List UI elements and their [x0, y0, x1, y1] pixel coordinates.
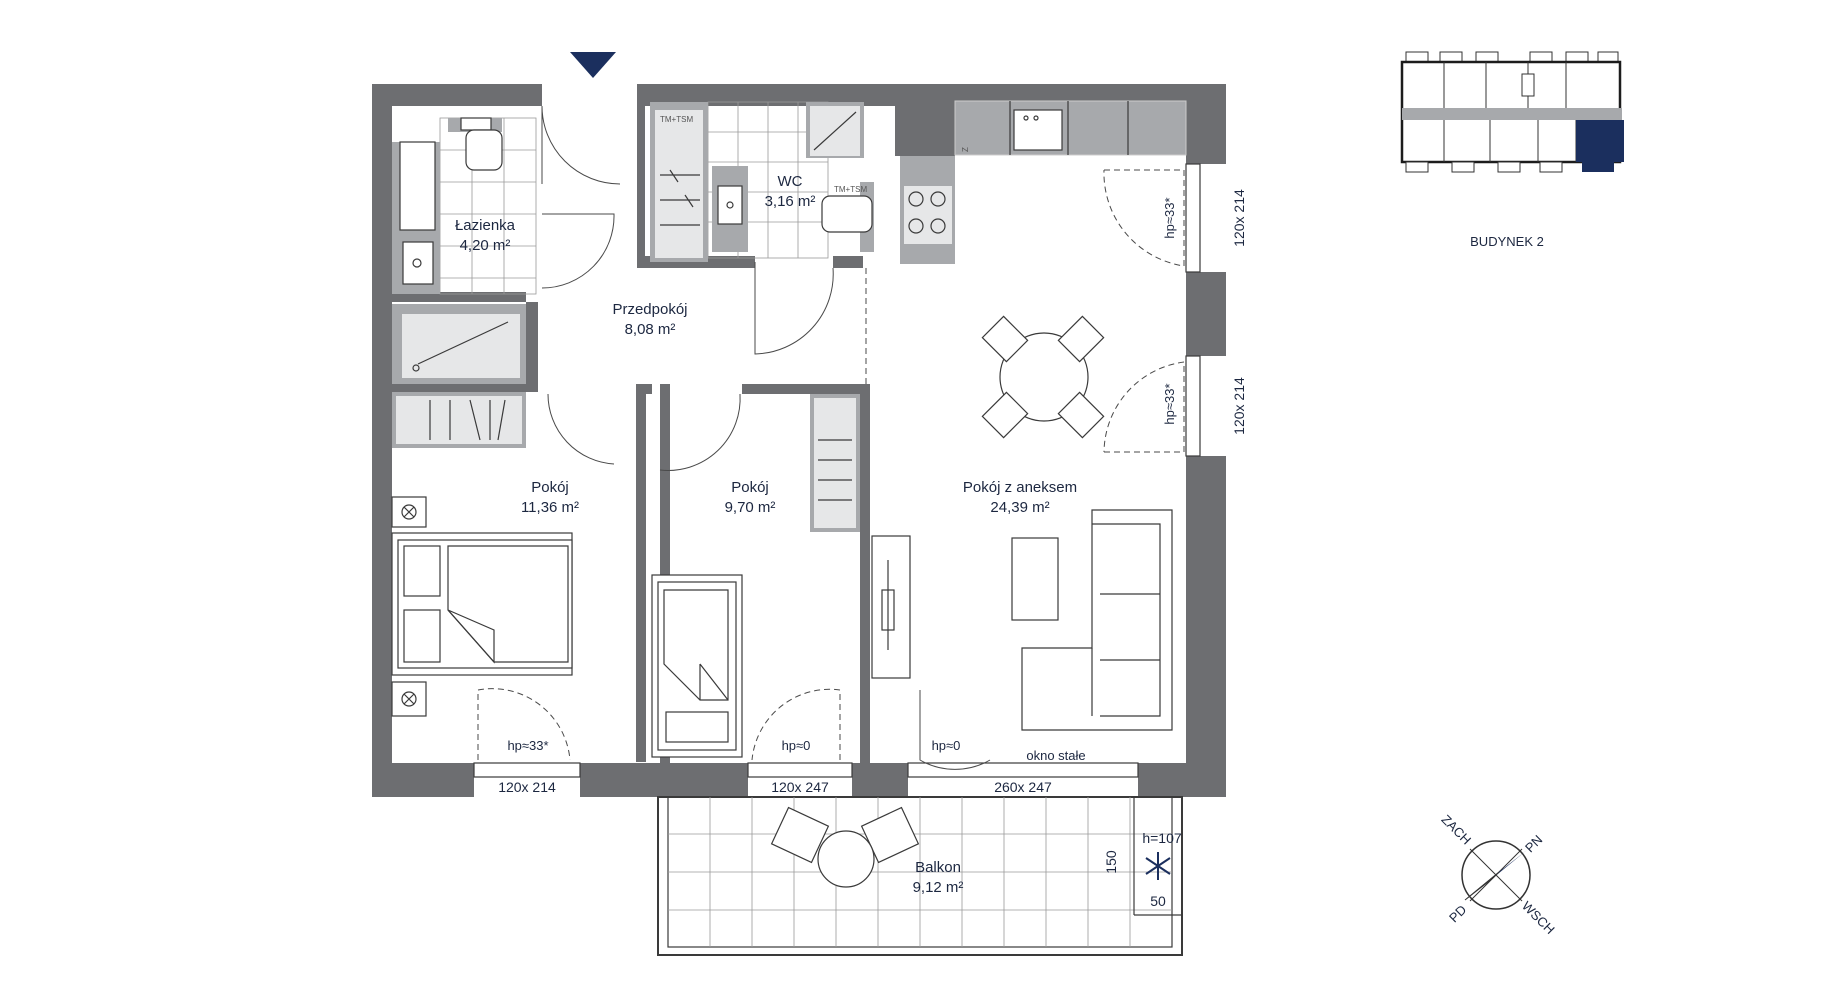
wc-fixtures: TM+TSM TM+TSM: [650, 101, 874, 262]
tm-tsm-label-2: TM+TSM: [834, 185, 867, 194]
wardrobe-pokoj1: [392, 392, 526, 448]
window-dim-bottom-mid: 120x 247: [771, 779, 829, 795]
room-area-pokoj2: 9,70 m²: [725, 499, 776, 516]
wardrobe-pokoj2: [810, 394, 860, 532]
window-dim-right-top: 120x 214: [1231, 189, 1247, 247]
balcony: [657, 796, 1183, 956]
room-name-pokoj-aneks: Pokój z aneksem: [963, 479, 1077, 496]
compass-zach: ZACH: [1439, 812, 1475, 848]
compass-pn: PN: [1522, 832, 1545, 855]
building-key-plan: [1400, 51, 1624, 173]
okno-stale-label: okno stałe: [1026, 748, 1085, 763]
compass-wsch: WSCH: [1519, 898, 1558, 937]
window-dim-right-bottom: 120x 214: [1231, 377, 1247, 435]
room-area-lazienka: 4,20 m²: [460, 237, 511, 254]
bathroom-fixtures: [392, 117, 537, 384]
hp-label-right-bottom: hp≈33*: [1162, 383, 1177, 424]
doors: [541, 105, 991, 770]
window-dim-bottom-right: 260x 247: [994, 779, 1052, 795]
sofa: [1011, 509, 1173, 731]
compass-pd: PD: [1446, 902, 1469, 925]
balcony-dim-50: 50: [1150, 893, 1166, 909]
balcony-dim-150: 150: [1103, 850, 1119, 874]
hp-label-aneks: hp≈0: [932, 738, 961, 753]
bed-single: [651, 574, 743, 758]
fridge-label: Z: [961, 147, 970, 152]
room-area-pokoj-aneks: 24,39 m²: [990, 499, 1049, 516]
balcony-height-label: h=107: [1142, 830, 1182, 846]
room-area-balkon: 9,12 m²: [913, 879, 964, 896]
kitchen-fixtures: Z: [900, 100, 1187, 264]
dining-set: [981, 315, 1105, 439]
room-name-pokoj2: Pokój: [731, 479, 769, 496]
room-name-wc: WC: [778, 173, 803, 190]
hp-label-right-top: hp≈33*: [1162, 197, 1177, 238]
window-swings: [477, 169, 1185, 761]
room-area-przedpokoj: 8,08 m²: [625, 321, 676, 338]
hp-label-pokoj2: hp≈0: [782, 738, 811, 753]
windows: [473, 163, 1201, 778]
hp-label-pokoj1: hp≈33*: [507, 738, 548, 753]
building-label: BUDYNEK 2: [1470, 234, 1544, 249]
entrance-marker-icon: [570, 52, 616, 78]
room-area-pokoj1: 11,36 m²: [521, 499, 579, 516]
compass-icon: [1461, 840, 1531, 910]
radiator-icon: [391, 496, 427, 717]
walls: [372, 84, 1226, 797]
window-dim-bottom-left: 120x 214: [498, 779, 556, 795]
room-name-pokoj1: Pokój: [531, 479, 569, 496]
room-area-wc: 3,16 m²: [765, 193, 816, 210]
bed-double: [391, 532, 573, 676]
room-name-lazienka: Łazienka: [455, 217, 516, 234]
tm-tsm-label-1: TM+TSM: [660, 115, 693, 124]
room-name-przedpokoj: Przedpokój: [612, 301, 687, 318]
tv-cabinet: [871, 535, 911, 679]
room-name-balkon: Balkon: [915, 859, 961, 876]
snowflake-icon: [1145, 852, 1171, 880]
